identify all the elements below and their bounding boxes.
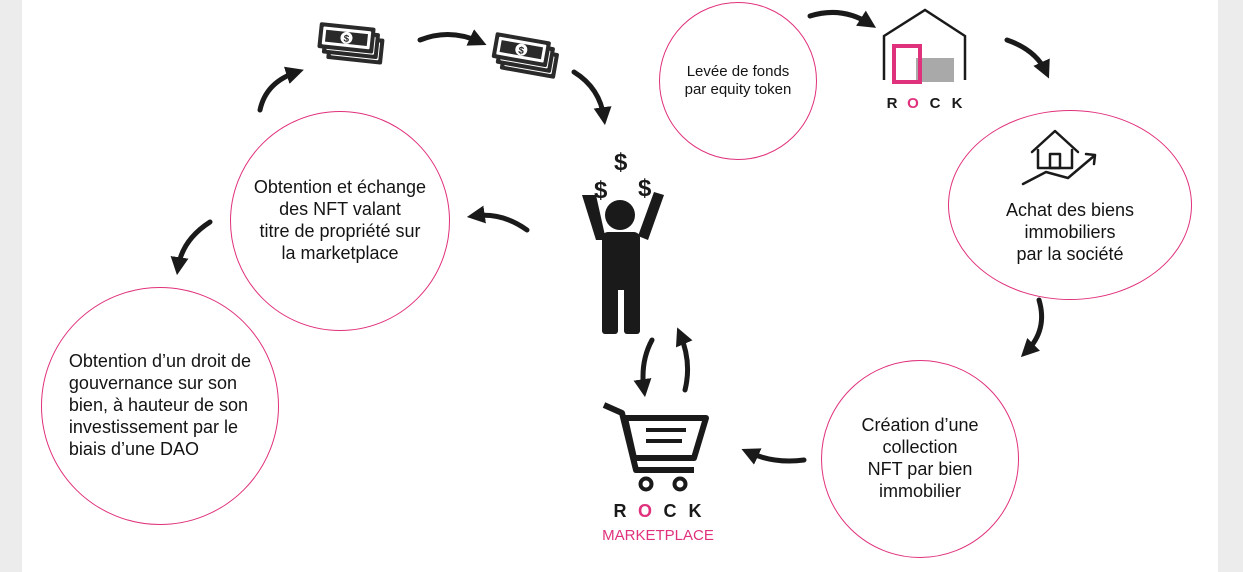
svg-text:$: $ [614,149,628,176]
arrow-money-to-money [417,29,487,46]
bubble-achat-text: Achat des biens immobiliers par la socié… [1005,200,1135,264]
arrow-creation-to-cart [741,448,807,465]
marketplace-letter-k: K [689,501,702,521]
bubble-obtention-echange-text: Obtention et échange des NFT valant titr… [253,177,427,263]
shopping-cart-icon [602,402,709,492]
bubble-gouvernance-text: Obtention d’un droit de gouvernance sur … [68,351,252,459]
arrow-obtention-to-gouvernance [170,219,213,276]
arrow-cart-to-person [675,327,693,393]
rock-house-logo: R O C K [882,8,967,112]
rock-letter-k: K [952,95,963,112]
house-growth-icon [1021,129,1097,186]
arrow-levee-to-rock [807,9,877,28]
arrow-person-to-obtention [466,205,530,233]
arrow-to-money-1 [257,66,304,113]
bubble-levee-text: Levée de fonds par equity token [684,62,792,98]
arrow-money-to-person [571,69,612,126]
bubble-levee-de-fonds: Levée de fonds par equity token [659,2,817,160]
rock-marketplace-logo: R O C K MARKETPLACE [602,501,714,544]
arrow-achat-to-creation [1020,297,1045,358]
arrow-rock-to-achat [1004,37,1050,79]
rock-letter-r: R [887,95,898,112]
marketplace-letter-c: C [664,501,677,521]
rock-letter-c: C [930,95,941,112]
svg-text:$: $ [638,175,652,202]
bubble-creation-text: Création d’une collection NFT par bien i… [861,415,979,501]
marketplace-letter-o: O [638,501,652,521]
money-bills-icon [491,32,560,79]
marketplace-label: MARKETPLACE [602,527,714,544]
svg-text:$: $ [594,177,608,204]
marketplace-letter-r: R [614,501,627,521]
bubble-achat-biens: Achat des biens immobiliers par la socié… [948,110,1192,300]
bubble-obtention-echange: Obtention et échange des NFT valant titr… [230,111,450,331]
person-cheering-icon: $ $ $ [582,149,664,334]
diagram-graphics: $ $ [170,8,1097,544]
bubble-gouvernance: Obtention d’un droit de gouvernance sur … [41,287,279,525]
rock-letter-o: O [907,95,919,112]
diagram-canvas: Levée de fonds par equity token Obtentio… [22,0,1218,572]
bubble-creation-collection: Création d’une collection NFT par bien i… [821,360,1019,558]
arrow-person-to-cart [633,337,655,398]
money-bills-icon [317,22,385,65]
